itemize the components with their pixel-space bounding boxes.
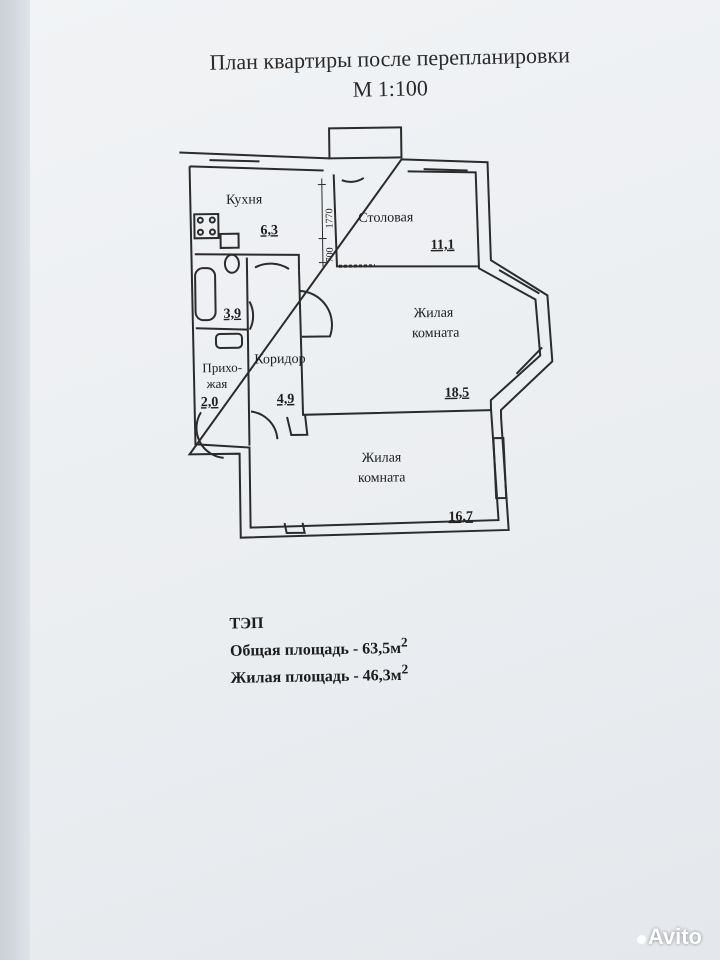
living2-name-1: Жилая: [362, 450, 402, 466]
living2-area: 16,7: [448, 509, 473, 524]
corridor-wall: [245, 257, 251, 446]
washbasin: [214, 332, 244, 349]
living1-wall: [298, 270, 492, 416]
tep-block: ТЭП Общая площадь - 63,5м2 Жилая площадь…: [229, 610, 408, 689]
toilet: [223, 253, 240, 274]
hall-name-2: жая: [205, 376, 227, 391]
dining-name: Столовая: [358, 210, 414, 226]
bay-window: [498, 269, 543, 375]
corridor-area: 4,9: [277, 392, 295, 407]
stove: [193, 212, 220, 240]
total-area-unit: 2: [400, 634, 408, 650]
living-area: Жилая площадь - 46,3м: [230, 667, 402, 688]
hall-area: 2,0: [201, 395, 219, 410]
living1-name-2: комната: [412, 326, 461, 342]
hall-door: [250, 410, 279, 440]
bath-door: [248, 301, 255, 330]
archway: [338, 264, 375, 268]
bath-wall: [195, 327, 248, 331]
watermark-text: Avito: [647, 924, 702, 949]
living1-door: [299, 289, 333, 338]
kitchen-door: [254, 262, 290, 270]
corridor-name: Коридор: [254, 352, 305, 368]
total-area-line: Общая площадь - 63,5м2: [230, 631, 408, 661]
dining-wall: [332, 174, 479, 268]
radiator-niche: [283, 522, 306, 535]
dimension-line: [317, 178, 327, 267]
sink: [219, 232, 240, 249]
avito-watermark: Avito: [636, 924, 702, 950]
page-edge: [0, 0, 30, 960]
balcony: [328, 126, 403, 160]
bathtub: [194, 267, 217, 322]
kitchen-name: Кухня: [226, 192, 263, 208]
dining-area: 11,1: [431, 238, 455, 253]
living1-area: 18,5: [445, 385, 470, 400]
dimension-700: 700: [325, 247, 336, 262]
avito-logo-icon: [636, 935, 646, 944]
entrance-door: [195, 411, 224, 459]
living-area-line: Жилая площадь - 46,3м2: [230, 659, 408, 689]
window-top: [209, 159, 468, 172]
niche: [286, 414, 309, 436]
paper-sheet: [18, 0, 720, 960]
living2-name-2: комната: [358, 470, 407, 486]
bath-area: 3,9: [224, 307, 242, 322]
inner-wall: [188, 165, 542, 529]
window-living2: [492, 436, 508, 500]
living-area-unit: 2: [401, 661, 409, 677]
dimension-1770: 1770: [324, 208, 335, 228]
kitchen-area: 6,3: [260, 223, 278, 238]
living1-name-1: Жилая: [414, 306, 454, 322]
total-area: Общая площадь - 63,5м: [229, 639, 402, 660]
balcony-door: [341, 177, 365, 183]
outer-wall: [179, 151, 554, 539]
hall-name-1: Прихо-: [202, 360, 242, 376]
